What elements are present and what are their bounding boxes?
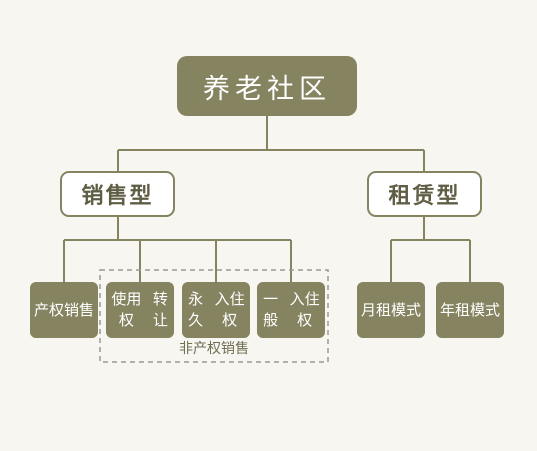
leaf-line2: 入住权 [289, 290, 320, 329]
leaf-line2: 模式 [470, 300, 501, 319]
leaf-line1: 月租 [360, 300, 391, 319]
branch-rental-label: 租赁型 [388, 184, 461, 209]
root-label: 养老社区 [203, 73, 331, 105]
leaf-use-right-transfer: 使用权 转让 [106, 282, 174, 338]
leaf-line1: 永久 [188, 290, 204, 329]
leaf-line2: 入住权 [214, 290, 245, 329]
leaf-monthly-rent: 月租 模式 [357, 282, 425, 338]
non-ownership-group-box [99, 269, 329, 363]
leaf-line2: 模式 [391, 300, 422, 319]
leaf-line1: 产权 [33, 300, 64, 319]
leaf-annual-rent: 年租 模式 [436, 282, 504, 338]
branch-sales-label: 销售型 [81, 184, 154, 209]
branch-rental: 租赁型 [367, 171, 482, 217]
leaf-line1: 年租 [439, 300, 470, 319]
leaf-permanent-residency: 永久 入住权 [182, 282, 250, 338]
branch-sales: 销售型 [60, 171, 175, 217]
leaf-line2: 转让 [152, 290, 168, 329]
leaf-line2: 销售 [64, 300, 95, 319]
leaf-property-sale: 产权 销售 [30, 282, 98, 338]
non-ownership-group-label: 非产权销售 [179, 341, 249, 357]
root-node: 养老社区 [177, 56, 357, 116]
leaf-line1: 使用权 [111, 290, 142, 329]
leaf-line1: 一般 [263, 290, 279, 329]
leaf-general-residency: 一般 入住权 [257, 282, 325, 338]
tree-connectors [63, 116, 471, 282]
